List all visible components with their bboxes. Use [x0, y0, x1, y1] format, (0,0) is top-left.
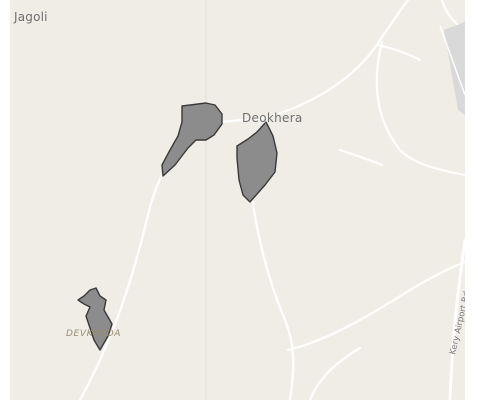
region-deokhera[interactable] — [236, 121, 278, 203]
road-southwest — [78, 0, 410, 400]
region-north[interactable] — [161, 102, 223, 177]
place-label-jagoli: Jagoli — [14, 10, 48, 24]
kery-airport-road[interactable] — [448, 238, 465, 400]
place-label-devkheda: DEVKHEDA — [66, 329, 122, 339]
road-ne-branch — [376, 43, 422, 62]
map-view[interactable]: Jagoli Deokhera DEVKHEDA Kery Airport Rd — [10, 0, 465, 400]
highway-edge — [439, 25, 465, 96]
highlighted-regions[interactable] — [77, 102, 278, 351]
map-canvas[interactable] — [10, 0, 465, 400]
road-network — [78, 0, 465, 400]
road-east-short — [338, 148, 384, 167]
highway-band — [444, 22, 465, 115]
region-devkheda[interactable] — [77, 287, 113, 351]
road-east-lower — [286, 260, 465, 352]
place-label-deokhera: Deokhera — [242, 111, 303, 125]
road-south-end — [308, 346, 362, 400]
road-east-upper — [375, 40, 465, 177]
